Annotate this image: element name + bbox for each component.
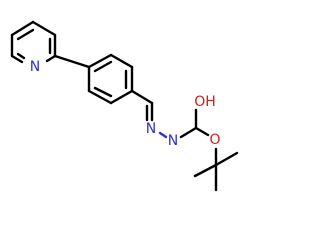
- molecule-drawing: N N N OH O: [10, 20, 239, 192]
- bond: [179, 126, 198, 139]
- bond: [16, 28, 35, 41]
- bond: [45, 54, 57, 63]
- n-n-bond: [158, 131, 168, 139]
- bond: [214, 151, 239, 167]
- bond: [130, 89, 154, 105]
- bond: [31, 20, 57, 37]
- bond: [194, 126, 210, 137]
- hydrazide-nitrogen-label: N: [168, 133, 178, 149]
- phenyl-ring: [87, 53, 134, 105]
- bond: [10, 20, 35, 37]
- hydroxyl-label: OH: [194, 94, 216, 110]
- bond: [87, 89, 113, 105]
- bond: [93, 60, 113, 73]
- imine-nitrogen-label: N: [146, 121, 156, 137]
- bond: [87, 53, 113, 69]
- bond: [193, 163, 218, 178]
- ester-oxygen-label: O: [209, 132, 220, 148]
- pyridine-ring: [10, 20, 57, 64]
- bond: [16, 52, 26, 60]
- bond: [109, 53, 134, 69]
- pyridine-nitrogen-label: N: [30, 59, 40, 75]
- biaryl-bond: [53, 54, 91, 69]
- bond: [93, 86, 113, 98]
- bond: [109, 89, 134, 105]
- bond: [10, 54, 24, 64]
- molecule-structure-diagram: N N N OH O: [10, 20, 239, 192]
